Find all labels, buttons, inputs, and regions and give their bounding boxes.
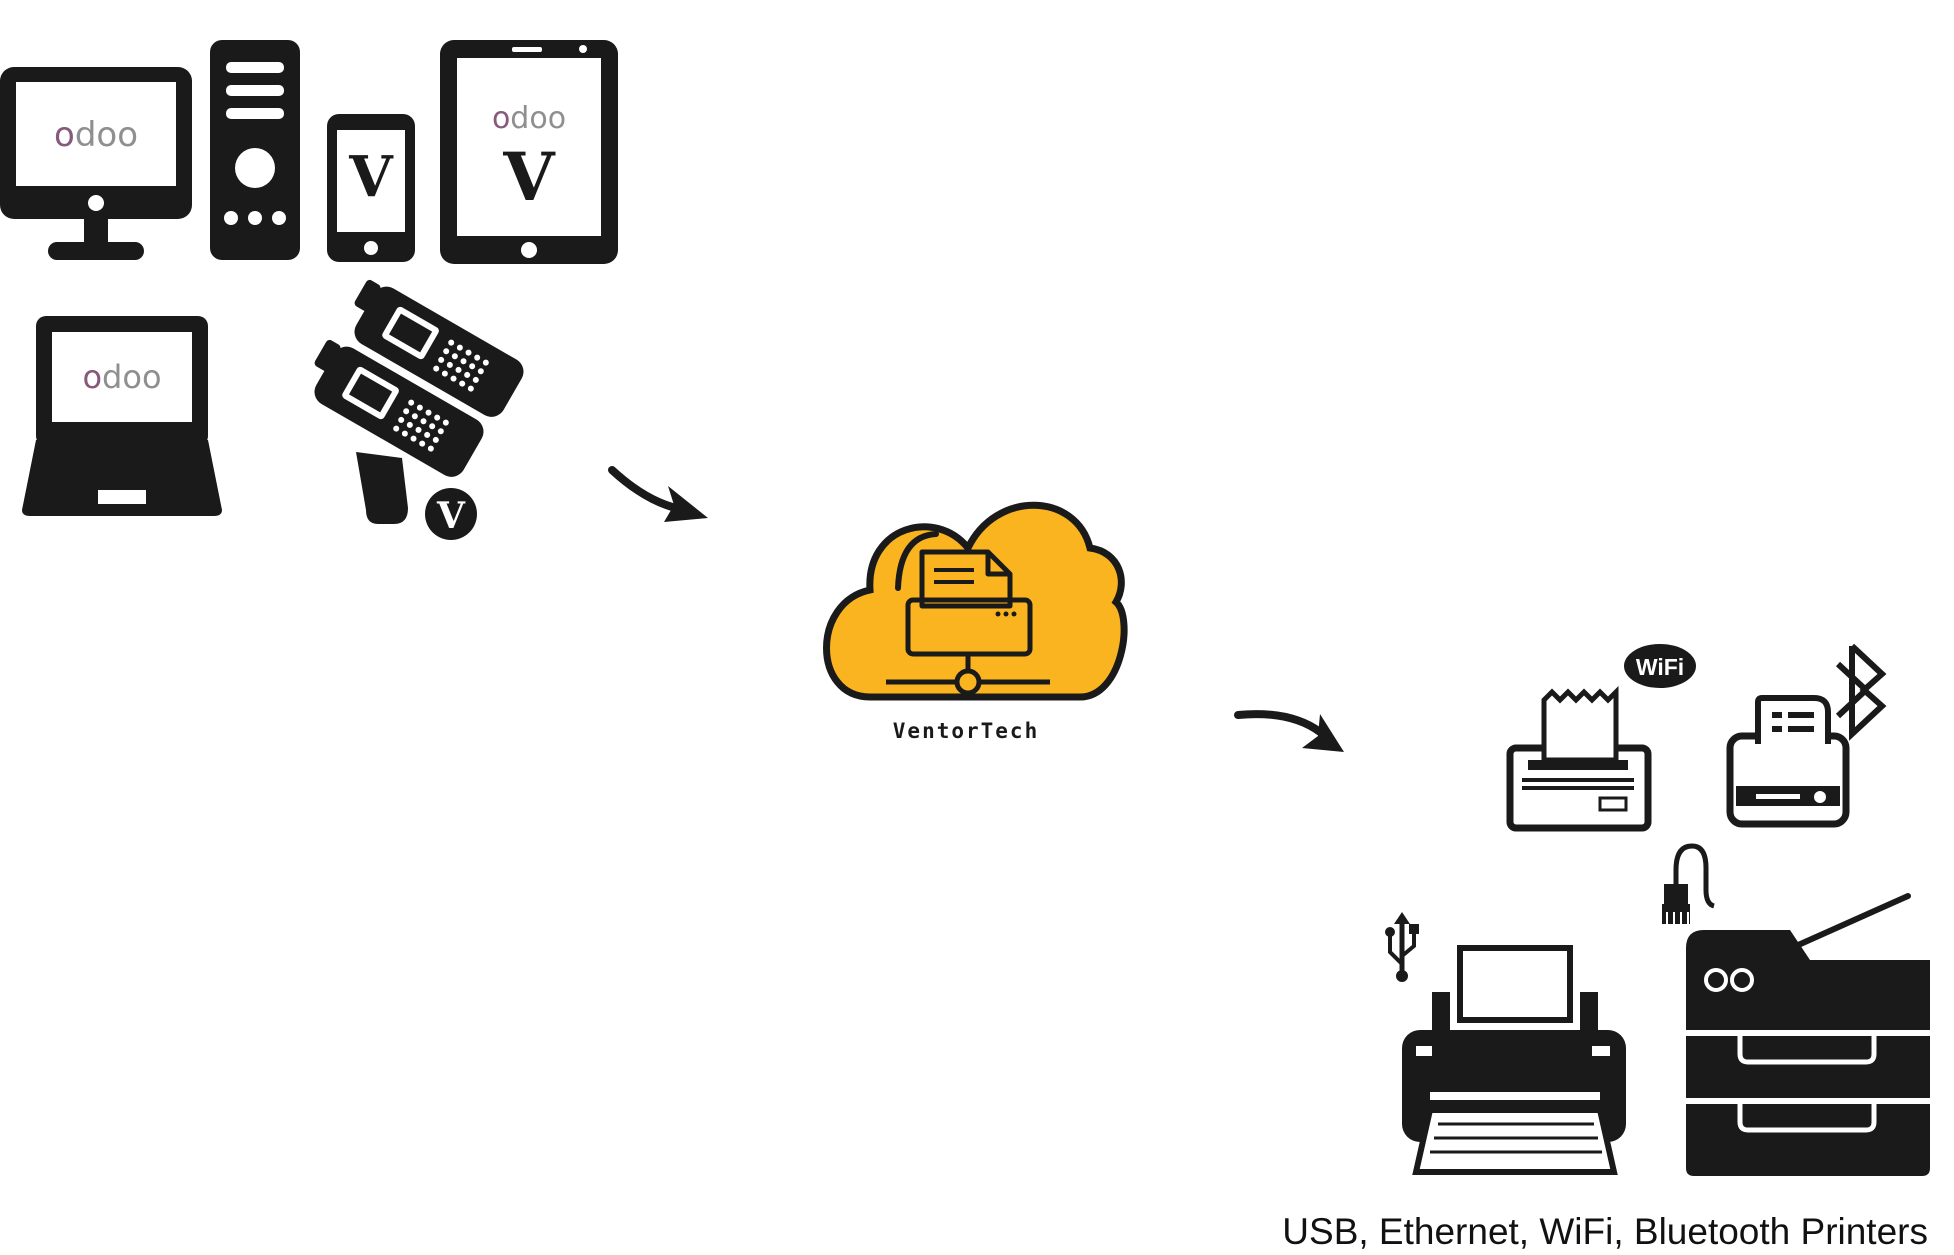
printers-caption: USB, Ethernet, WiFi, Bluetooth Printers <box>1282 1211 1928 1252</box>
laser-printer-icon <box>1686 893 1930 1176</box>
wifi-icon: WiFi <box>1624 644 1696 688</box>
barcode-scanner-icon: V <box>314 279 524 540</box>
ethernet-cable-icon <box>1662 843 1715 924</box>
label-printer-icon <box>1726 695 1850 828</box>
tablet-icon: odoo V <box>440 40 618 264</box>
wifi-label: WiFi <box>1636 654 1684 680</box>
laptop-icon: odoo <box>22 316 222 516</box>
phone-v-logo: V <box>348 144 394 210</box>
scanner-v-badge: V <box>436 495 466 537</box>
desktop-odoo-logo: odoo <box>54 115 138 155</box>
tablet-v-logo: V <box>502 138 556 216</box>
curved-arrow-icon <box>608 466 708 522</box>
laptop-odoo-logo: odoo <box>82 358 161 396</box>
tablet-odoo-logo: odoo <box>492 101 566 136</box>
bluetooth-icon <box>1835 643 1887 741</box>
pc-tower-icon <box>210 40 300 260</box>
cloud-label: VentorTech <box>893 719 1039 743</box>
cloud-print-server-icon: VentorTech <box>823 501 1128 743</box>
smartphone-icon: V <box>327 114 415 262</box>
receipt-printer-icon <box>1506 685 1652 832</box>
office-printer-icon <box>1402 945 1626 1175</box>
curved-arrow-icon <box>1234 710 1344 752</box>
desktop-monitor-icon: odoo <box>0 67 192 260</box>
usb-icon <box>1385 912 1419 982</box>
